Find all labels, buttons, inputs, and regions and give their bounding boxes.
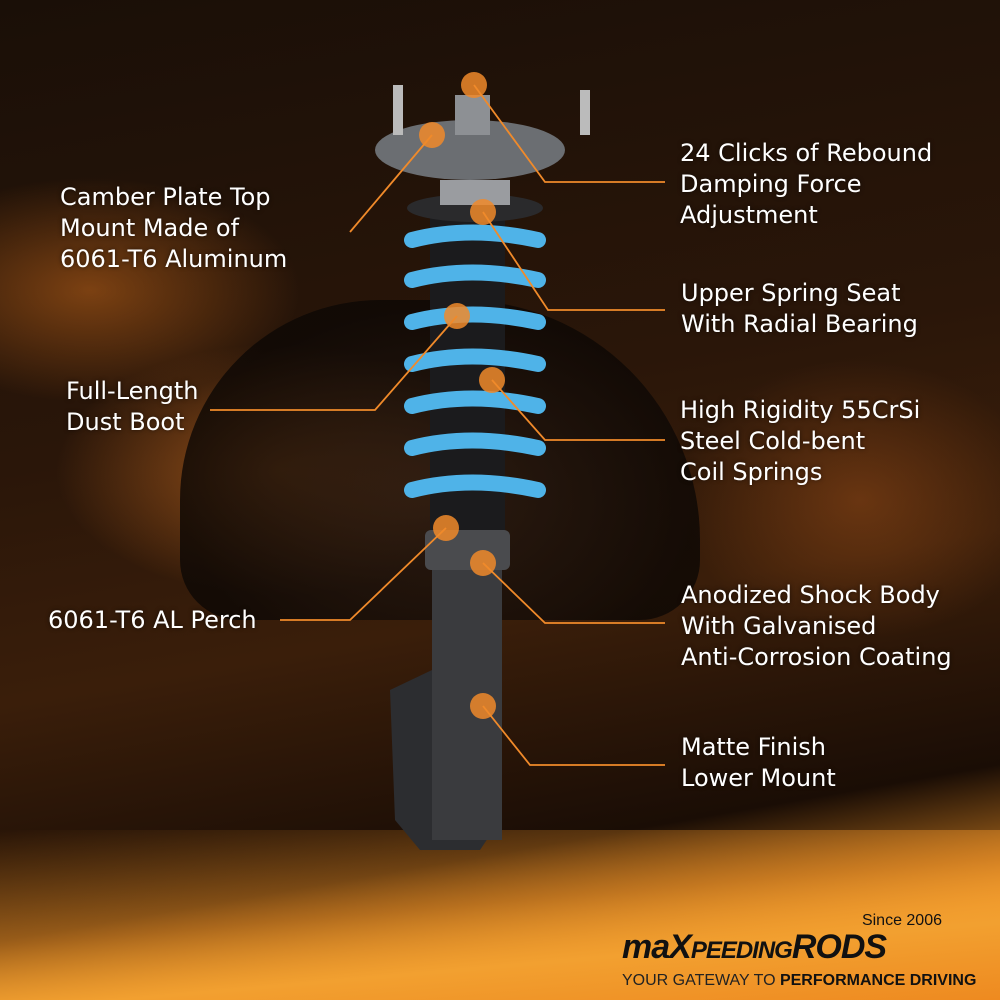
label-line: Matte Finish — [681, 733, 826, 761]
label-line: High Rigidity 55CrSi — [680, 396, 921, 424]
label-line: Upper Spring Seat — [681, 279, 901, 307]
label-line: Anodized Shock Body — [681, 581, 940, 609]
stud — [393, 85, 403, 135]
label-line: Dust Boot — [66, 408, 185, 436]
label-line: Anti-Corrosion Coating — [681, 643, 952, 671]
label-rebound-clicks: 24 Clicks of Rebound Damping Force Adjus… — [680, 138, 932, 231]
label-line: Coil Springs — [680, 458, 823, 486]
label-spring-seat: Upper Spring Seat With Radial Bearing — [681, 278, 918, 340]
label-line: Steel Cold-bent — [680, 427, 866, 455]
label-line: Full-Length — [66, 377, 199, 405]
since-text: Since 2006 — [861, 912, 942, 929]
label-dust-boot: Full-Length Dust Boot — [66, 376, 198, 438]
label-line: Lower Mount — [681, 764, 836, 792]
label-perch: 6061-T6 AL Perch — [48, 605, 257, 636]
brand-wordmark: maXPEEDINGRODS — [622, 928, 887, 967]
label-line: 24 Clicks of Rebound — [680, 139, 933, 167]
label-line: 6061-T6 AL Perch — [48, 606, 257, 634]
coil-spring — [404, 224, 546, 498]
label-line: With Radial Bearing — [681, 310, 918, 338]
label-lower-mount: Matte Finish Lower Mount — [681, 732, 836, 794]
road-glow — [0, 830, 1000, 1000]
top-hat — [440, 180, 510, 205]
label-line: Mount Made of — [60, 214, 240, 242]
label-line: With Galvanised — [681, 612, 877, 640]
label-line: Damping Force — [680, 170, 862, 198]
label-coil-springs: High Rigidity 55CrSi Steel Cold-bent Coi… — [680, 395, 920, 488]
label-line: Adjustment — [680, 201, 818, 229]
tagline: YOUR GATEWAY TO PERFORMANCE DRIVING — [622, 972, 976, 990]
leader-lines — [210, 84, 665, 766]
label-shock-body: Anodized Shock Body With Galvanised Anti… — [681, 580, 952, 673]
label-line: Camber Plate Top — [60, 183, 271, 211]
brand-part: RODS — [791, 928, 887, 966]
label-line: 6061-T6 Aluminum — [60, 245, 288, 273]
tagline-a: YOUR GATEWAY TO — [622, 972, 780, 989]
brand-part: PEEDING — [690, 937, 793, 964]
label-camber-plate: Camber Plate Top Mount Made of 6061-T6 A… — [60, 182, 287, 275]
adjuster-knob — [455, 95, 490, 135]
tagline-b: PERFORMANCE DRIVING — [779, 972, 977, 989]
stud — [580, 90, 590, 135]
brand-part: maX — [622, 928, 692, 966]
callout-dots — [419, 72, 505, 719]
